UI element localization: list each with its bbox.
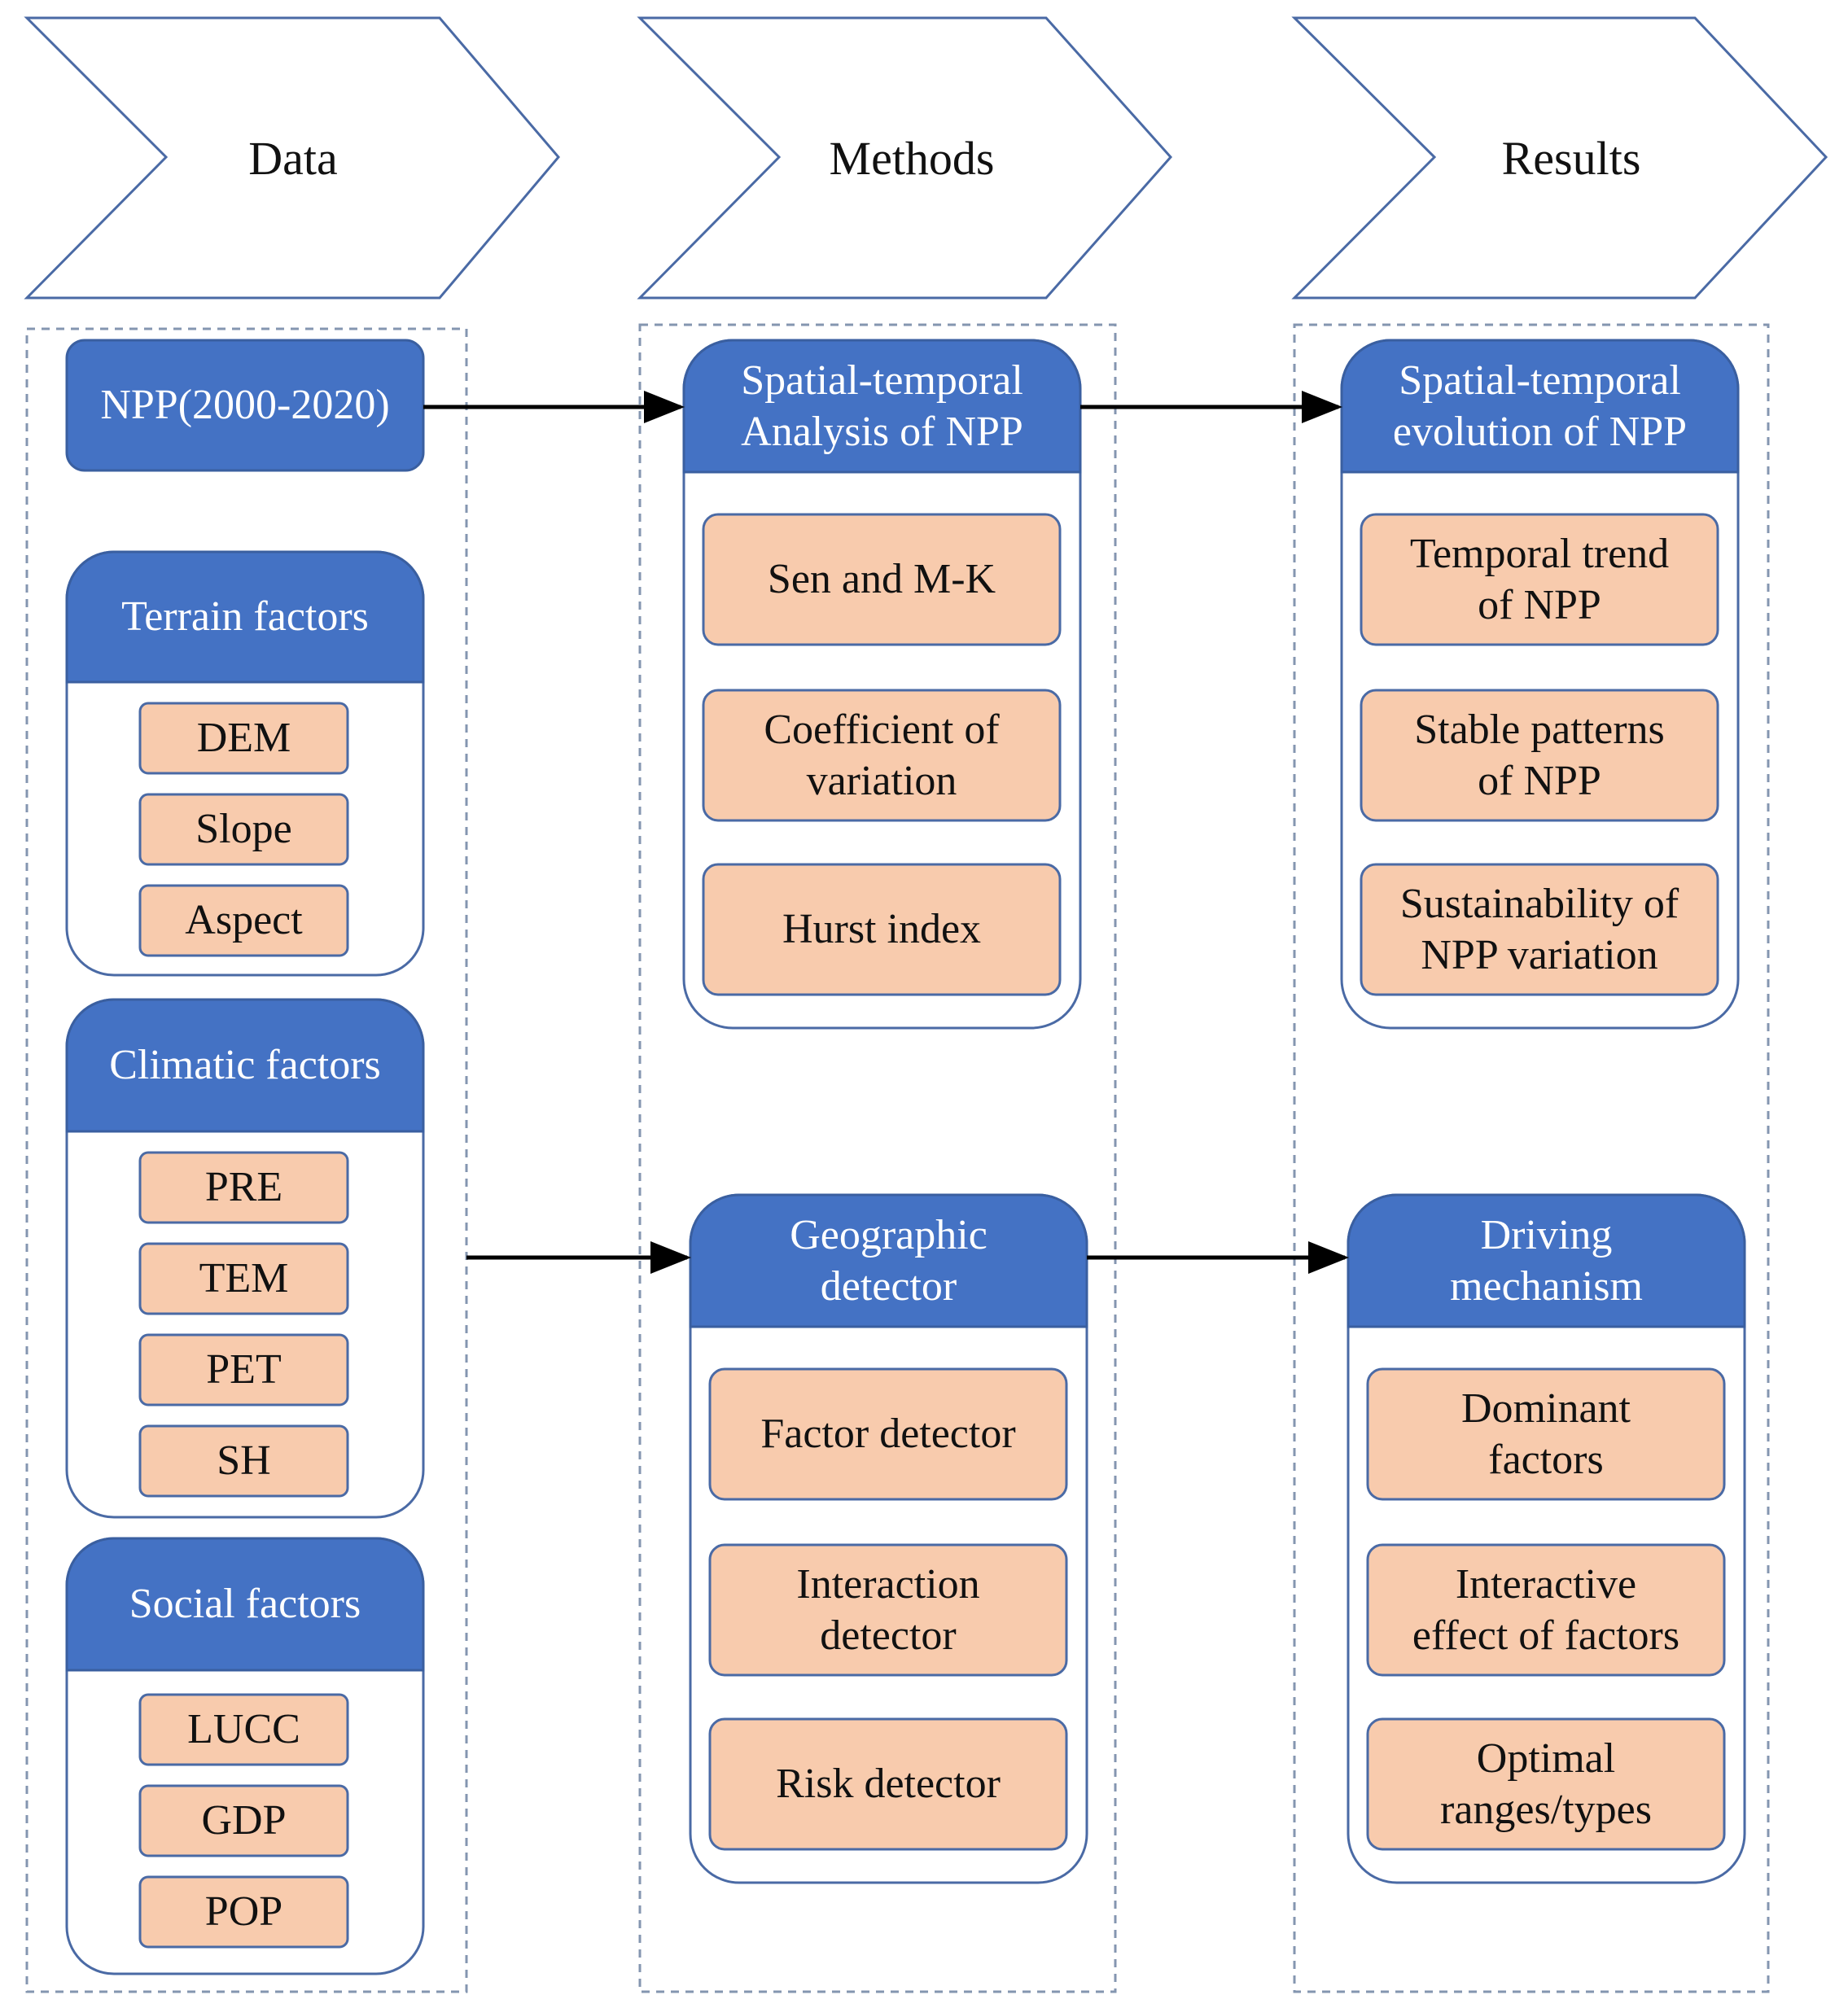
method-item-label: Hurst index [782, 906, 982, 953]
stage-label-results: Results [1501, 131, 1641, 185]
stage-label-data: Data [248, 131, 338, 185]
terrain-item-box [138, 884, 349, 957]
evolution-result-title: Spatial-temporal evolution of NPP [1392, 357, 1688, 455]
evolution-result-header [1340, 339, 1740, 474]
result-item-label: Interactive effect of factors [1412, 1560, 1680, 1659]
social-group-header [65, 1537, 425, 1672]
driving-result-title: Driving mechanism [1450, 1211, 1643, 1310]
geodetector-method-header [689, 1193, 1088, 1328]
result-item-label: Optimal ranges/types [1440, 1735, 1652, 1833]
method-item-box [702, 513, 1062, 646]
result-item-box [1366, 1543, 1726, 1677]
terrain-item-box [138, 793, 349, 866]
npp-label: NPP(2000-2020) [100, 382, 390, 429]
driving-result-header [1347, 1193, 1746, 1328]
climatic-group-title: Climatic factors [109, 1042, 381, 1089]
method-item-box [708, 1543, 1068, 1677]
result-item-label: Sustainability of NPP variation [1399, 880, 1679, 978]
method-item-label: Risk detector [776, 1761, 1001, 1808]
social-item-box [138, 1875, 349, 1949]
climatic-item-box [138, 1424, 349, 1498]
social-item-label: GDP [201, 1797, 287, 1844]
result-item-box [1360, 513, 1719, 646]
climatic-item-label: PET [206, 1346, 282, 1393]
result-item-box [1360, 689, 1719, 822]
method-item-label: Factor detector [760, 1411, 1016, 1458]
climatic-item-box [138, 1151, 349, 1224]
method-item-box [708, 1717, 1068, 1851]
social-item-box [138, 1693, 349, 1766]
method-item-box [702, 689, 1062, 822]
result-item-label: Temporal trend of NPP [1409, 530, 1670, 628]
geodetector-method-title: Geographic detector [790, 1211, 987, 1310]
social-item-box [138, 1784, 349, 1857]
stage-label-methods: Methods [829, 131, 995, 185]
result-item-box [1366, 1367, 1726, 1501]
result-item-box [1366, 1717, 1726, 1851]
social-item-label: LUCC [187, 1706, 300, 1753]
climatic-item-label: PRE [204, 1164, 283, 1211]
spatiotemporal-method-title: Spatial-temporal Analysis of NPP [741, 357, 1023, 455]
method-item-label: Sen and M-K [767, 556, 996, 603]
method-item-label: Interaction detector [796, 1560, 980, 1659]
stage-chevron-data [24, 16, 560, 300]
climatic-item-box [138, 1242, 349, 1315]
terrain-item-label: Aspect [185, 897, 303, 944]
climatic-item-box [138, 1333, 349, 1406]
climatic-item-label: SH [217, 1437, 271, 1485]
social-group-title: Social factors [129, 1581, 361, 1628]
method-item-label: Coefficient of variation [764, 706, 1000, 804]
spatiotemporal-method-header [682, 339, 1082, 474]
terrain-group-title: Terrain factors [121, 593, 369, 641]
method-item-box [702, 863, 1062, 996]
results-column-frame [1293, 323, 1770, 1993]
result-item-label: Dominant factors [1461, 1385, 1631, 1483]
method-item-box [708, 1367, 1068, 1501]
terrain-group-header [65, 550, 425, 684]
result-item-label: Stable patterns of NPP [1414, 706, 1665, 804]
stage-chevron-results [1291, 16, 1828, 300]
climatic-item-label: TEM [199, 1255, 289, 1302]
result-item-box [1360, 863, 1719, 996]
climatic-group-header [65, 998, 425, 1133]
stage-chevron-methods [637, 16, 1173, 300]
data-column-frame [25, 327, 468, 1993]
terrain-item-label: DEM [196, 715, 291, 762]
terrain-item-label: Slope [195, 806, 292, 853]
social-item-label: POP [204, 1888, 283, 1936]
methods-column-frame [638, 323, 1117, 1993]
terrain-item-box [138, 702, 349, 775]
